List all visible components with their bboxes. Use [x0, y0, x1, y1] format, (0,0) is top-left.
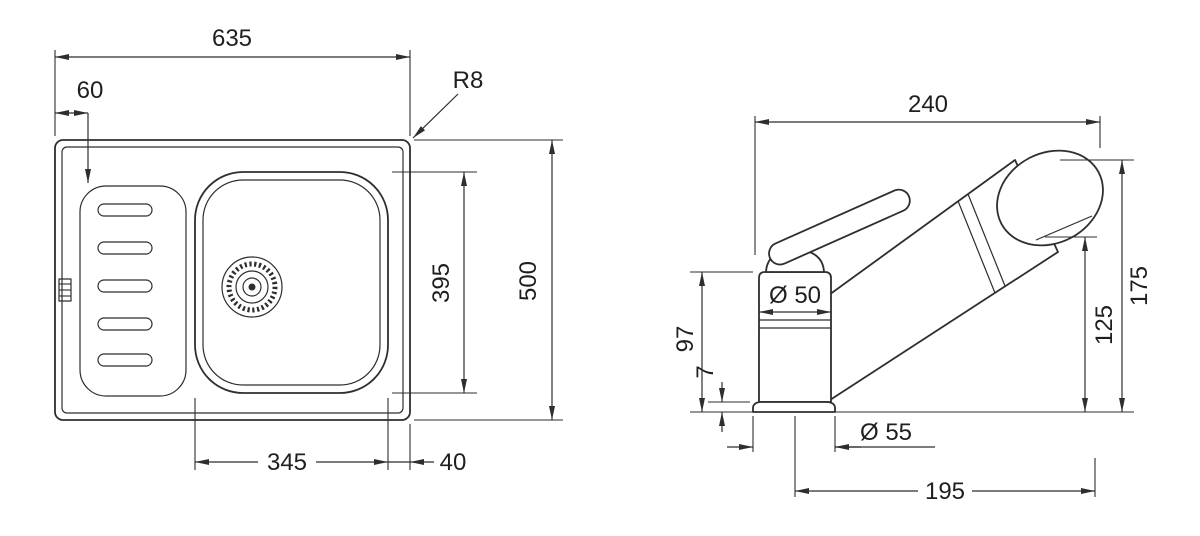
faucet-body — [758, 271, 832, 403]
spray-outlet-line — [1035, 215, 1093, 241]
drain-inner-ring — [235, 270, 269, 304]
drain-center — [248, 283, 256, 291]
bowl-rim — [194, 171, 389, 394]
base-plate — [752, 401, 836, 413]
corner-radius-note: R8 — [412, 67, 484, 139]
dim-label-60: 60 — [77, 77, 104, 104]
dim-label-40: 40 — [440, 449, 467, 476]
sink-top-view: 635 60 R8 395 500 — [54, 25, 563, 476]
faucet-side-view: 240 Ø 50 97 7 125 17 — [672, 91, 1153, 505]
dim-label-195: 195 — [925, 478, 965, 505]
dim-label-d55: Ø 55 — [860, 419, 912, 446]
drain — [221, 256, 283, 318]
dim-label-r8: R8 — [453, 67, 484, 94]
dim-bowl-width: 345 40 — [194, 398, 467, 476]
dim-label-635: 635 — [212, 25, 252, 52]
drainboard-groove — [97, 241, 153, 255]
dim-label-395: 395 — [428, 263, 455, 303]
dim-outlet-high-height: 175 — [1060, 159, 1153, 412]
dim-overall-reach: 240 — [754, 91, 1101, 255]
dim-ledge-offset: 60 — [55, 77, 103, 183]
dim-body-height: 97 — [672, 271, 753, 412]
drain-cap — [242, 277, 262, 297]
dim-axis-reach: 195 — [794, 416, 1096, 505]
spray-head — [996, 149, 1104, 247]
drain-outer-ring — [221, 256, 283, 318]
drainboard-groove — [97, 353, 153, 367]
dim-bowl-depth: 395 — [392, 171, 477, 394]
dim-label-500: 500 — [515, 261, 542, 301]
dim-label-175: 175 — [1126, 266, 1153, 306]
dim-base-diameter: Ø 55 — [727, 416, 935, 452]
overflow-slot — [58, 278, 72, 302]
drainboard-outline — [79, 185, 187, 397]
dim-label-7: 7 — [692, 365, 719, 378]
spout-joint-line — [967, 193, 1006, 287]
dim-label-345: 345 — [267, 449, 307, 476]
handle-lever — [768, 188, 911, 266]
dim-body-diameter: Ø 50 — [759, 282, 831, 315]
sink-inner-rim — [61, 146, 404, 414]
drainboard-groove — [97, 203, 153, 217]
dim-overall-depth: 500 — [414, 139, 563, 421]
dim-outlet-low-height: 125 — [1045, 236, 1118, 412]
drain-knurled-ring — [226, 261, 278, 313]
dim-label-125: 125 — [1091, 305, 1118, 345]
dim-label-d50: Ø 50 — [769, 282, 821, 309]
dim-label-97: 97 — [672, 326, 699, 353]
bowl-inner-wall — [202, 179, 381, 386]
spout-joint-line — [957, 200, 996, 294]
drainboard-groove — [97, 279, 153, 293]
dim-overall-width: 635 — [54, 25, 411, 136]
dim-base-height: 7 — [692, 365, 750, 432]
dim-label-240: 240 — [908, 91, 948, 118]
drainboard-groove — [97, 317, 153, 331]
